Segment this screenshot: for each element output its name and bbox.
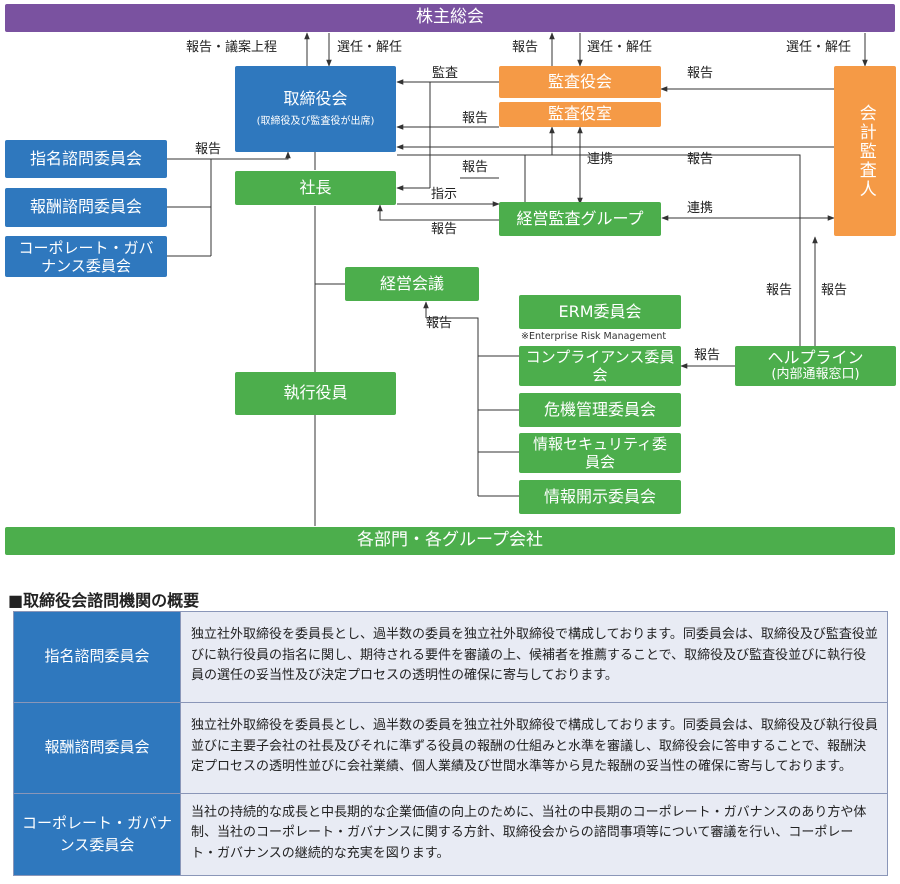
compliance-committee-label: コンプライアンス委員会 [525,348,675,384]
table-row-desc: 独立社外取締役を委員長とし、過半数の委員を独立社外取締役で構成しております。同委… [180,702,888,794]
president-label: 社長 [299,177,332,197]
shareholders-label: 株主総会 [416,7,484,28]
helpline-title: ヘルプライン [767,348,864,368]
audit-group-label: 経営監査グループ [516,208,644,228]
president: 社長 [235,171,396,205]
label-audit: 監査 [432,66,459,81]
table-row-desc: 独立社外取締役を委員長とし、過半数の委員を独立社外取締役で構成しております。同委… [180,611,888,703]
connector-lines [166,32,868,526]
compensation-committee: 報酬諮問委員会 [5,188,167,227]
label-cooperate-auditor: 連携 [687,201,714,216]
helpline: ヘルプライン (内部通報窓口) [735,346,896,386]
management-meeting-label: 経営会議 [379,273,444,293]
label-report-auditor-to-board: 報告 [687,152,714,167]
audit-group: 経営監査グループ [499,202,661,236]
label-report-to-president: 報告 [431,222,458,237]
helpline-subtitle: (内部通報窓口) [771,366,860,382]
label-report-office: 報告 [462,111,489,126]
nomination-committee-label: 指名諮問委員会 [29,148,142,168]
advisory-table: 指名諮問委員会 独立社外取締役を委員長とし、過半数の委員を独立社外取締役で構成し… [13,611,888,876]
disclosure-committee: 情報開示委員会 [519,480,681,514]
shareholders-meeting: 株主総会 [5,4,895,32]
audit-board: 監査役会 [499,66,661,98]
divisions-label: 各部門・各グループ会社 [357,530,543,551]
label-elect-dismiss-board: 選任・解任 [337,40,403,55]
governance-committee-label: コーポレート・ガバナンス委員会 [18,238,154,275]
crisis-committee-label: 危機管理委員会 [543,399,656,419]
board-title: 取締役会 [283,89,348,109]
erm-committee: ERM委員会 [519,295,681,329]
label-cooperate-audit: 連携 [587,152,614,167]
nomination-committee: 指名諮問委員会 [5,140,167,178]
label-elect-dismiss-audit: 選任・解任 [587,40,653,55]
label-report-helpline-2: 報告 [821,283,848,298]
infosec-committee: 情報セキュリティ委員会 [519,433,681,473]
table-row: コーポレート・ガバナンス委員会 当社の持続的な成長と中長期的な企業価値の向上のた… [13,793,888,876]
label-report-helpline-1: 報告 [766,283,793,298]
label-report-helpline-compliance: 報告 [694,348,721,363]
label-instruct: 指示 [431,187,458,202]
board-of-directors: 取締役会 (取締役及び監査役が出席) [235,66,396,152]
compliance-committee: コンプライアンス委員会 [519,346,681,386]
crisis-committee: 危機管理委員会 [519,393,681,427]
management-meeting: 経営会議 [345,267,479,301]
label-report-auditor-to-audit-board: 報告 [687,66,714,81]
audit-office: 監査役室 [499,102,661,127]
compensation-committee-label: 報酬諮問委員会 [29,197,142,217]
erm-note: ※Enterprise Risk Management [521,331,667,342]
infosec-committee-label: 情報セキュリティ委員会 [532,435,668,471]
board-subtitle: (取締役及び監査役が出席) [256,116,375,128]
section-title: ■取締役会諮問機関の概要 [8,591,200,610]
table-row: 指名諮問委員会 独立社外取締役を委員長とし、過半数の委員を独立社外取締役で構成し… [13,611,888,703]
auditor-label: 会計監査人 [855,103,876,199]
label-report-proposal: 報告・議案上程 [186,40,278,55]
label-report-audit-board: 報告 [512,40,539,55]
audit-office-label: 監査役室 [547,104,612,124]
label-report-advisory: 報告 [195,142,222,157]
audit-board-label: 監査役会 [547,71,612,91]
label-report-committees: 報告 [426,316,453,331]
disclosure-committee-label: 情報開示委員会 [543,486,656,506]
table-row-name: コーポレート・ガバナンス委員会 [13,793,181,876]
accounting-auditor: 会計監査人 [834,66,896,236]
table-row: 報酬諮問委員会 独立社外取締役を委員長とし、過半数の委員を独立社外取締役で構成し… [13,702,888,794]
executive-officers-label: 執行役員 [283,383,348,403]
table-row-name: 報酬諮問委員会 [13,702,181,794]
label-report-group: 報告 [462,160,489,175]
table-row-desc: 当社の持続的な成長と中長期的な企業価値の向上のために、当社の中長期のコーポレート… [180,793,888,876]
label-elect-dismiss-auditor: 選任・解任 [786,40,852,55]
divisions-bar: 各部門・各グループ会社 [5,527,895,555]
erm-committee-label: ERM委員会 [558,301,642,321]
executive-officers: 執行役員 [235,372,396,415]
governance-committee: コーポレート・ガバナンス委員会 [5,236,167,277]
table-row-name: 指名諮問委員会 [13,611,181,703]
